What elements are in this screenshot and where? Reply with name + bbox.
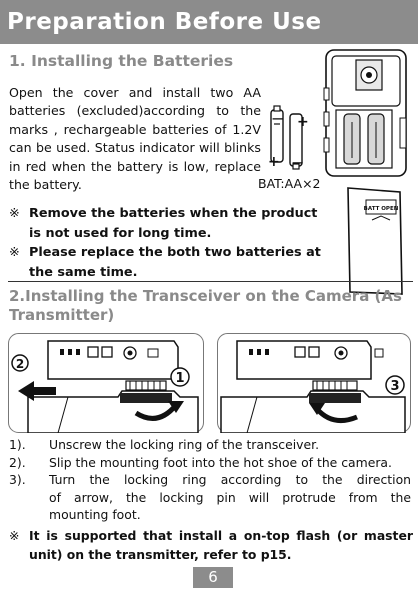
note-item: the same time. <box>9 263 345 283</box>
step-3-badge: 3 <box>385 375 405 395</box>
step-number: 3). <box>9 472 26 487</box>
locking-ring-icon <box>312 380 358 391</box>
plus-sign: + <box>297 114 309 130</box>
battery-instructions: Open the cover and install two AA batter… <box>9 85 261 193</box>
note-item: is not used for long time. <box>9 224 345 244</box>
transceiver-body-icon <box>323 49 407 177</box>
step-text: Unscrew the locking ring of the transcei… <box>49 437 320 452</box>
mounting-steps: 1). Unscrew the locking ring of the tran… <box>9 436 411 524</box>
list-item: 3). Turn the locking ring according to t… <box>9 471 411 489</box>
step-number: 2). <box>9 454 26 470</box>
section-divider <box>8 281 413 282</box>
rotate-arrow-icon <box>309 403 358 424</box>
page-title: Preparation Before Use <box>7 9 322 35</box>
note-item: ※ Please replace the both two batteries … <box>9 243 345 263</box>
note-mark: ※ <box>9 528 20 543</box>
svg-text:1: 1 <box>175 371 184 386</box>
mounting-illustration-left: 2 1 <box>8 333 204 433</box>
section-heading-mounting: 2.Installing the Transceiver on the Came… <box>9 287 402 324</box>
note-text: the same time. <box>29 264 138 280</box>
svg-text:3: 3 <box>390 379 399 394</box>
step-text: mounting foot. <box>49 507 141 522</box>
note-text: Remove the batteries when the product <box>29 206 318 221</box>
flash-support-note: ※ It is supported that install a on-top … <box>9 526 413 564</box>
battery-type-label: BAT:AA×2 <box>258 176 321 191</box>
list-item: 2). Slip the mounting foot into the hot … <box>9 454 411 472</box>
transceiver-side-icon <box>47 340 179 380</box>
minus-sign: − <box>291 153 304 172</box>
page-number: 6 <box>193 567 233 588</box>
page-header: Preparation Before Use <box>0 0 418 44</box>
note-text: is not used for long time. <box>29 225 212 241</box>
locking-ring-icon <box>125 380 167 391</box>
mounting-illustration-right: 3 <box>217 333 411 433</box>
battery-left-icon <box>270 105 284 163</box>
step-2-badge: 2 <box>11 354 29 372</box>
note-mark: ※ <box>9 245 20 260</box>
batt-open-label: BATT OPEN <box>364 206 399 212</box>
step-text: Turn the locking ring according to the d… <box>49 472 411 487</box>
battery-door-icon: BATT OPEN <box>347 187 403 295</box>
step-text: of arrow, the locking pin will protrude … <box>49 489 411 505</box>
step-1-badge: 1 <box>170 367 190 387</box>
transceiver-side-icon <box>236 340 384 380</box>
note-text: unit) on the transmitter, refer to p15. <box>29 547 292 562</box>
step-number: 1). <box>9 437 26 452</box>
list-item: 1). Unscrew the locking ring of the tran… <box>9 436 411 454</box>
camera-top-icon <box>27 390 199 433</box>
camera-top-icon <box>220 390 406 433</box>
svg-text:2: 2 <box>16 357 24 371</box>
note-text: It is supported that install a on-top fl… <box>29 528 413 543</box>
note-text: Please replace the both two batteries at <box>29 245 321 260</box>
rotate-arrow-icon <box>134 401 184 421</box>
transceiver-battery-compartment-illustration: BATT OPEN <box>323 49 407 295</box>
step-text: Slip the mounting foot into the hot shoe… <box>49 454 392 470</box>
arrow-left-icon <box>18 381 56 401</box>
note-mark: ※ <box>9 206 20 221</box>
note-item: ※ Remove the batteries when the product <box>9 204 345 224</box>
plus-sign: + <box>268 154 280 170</box>
section-heading-batteries: 1. Installing the Batteries <box>9 52 234 70</box>
minus-sign: − <box>271 109 284 128</box>
battery-right-icon <box>289 113 303 170</box>
battery-notes: ※ Remove the batteries when the product … <box>9 204 345 282</box>
battery-illustration: − + + − <box>268 105 309 172</box>
